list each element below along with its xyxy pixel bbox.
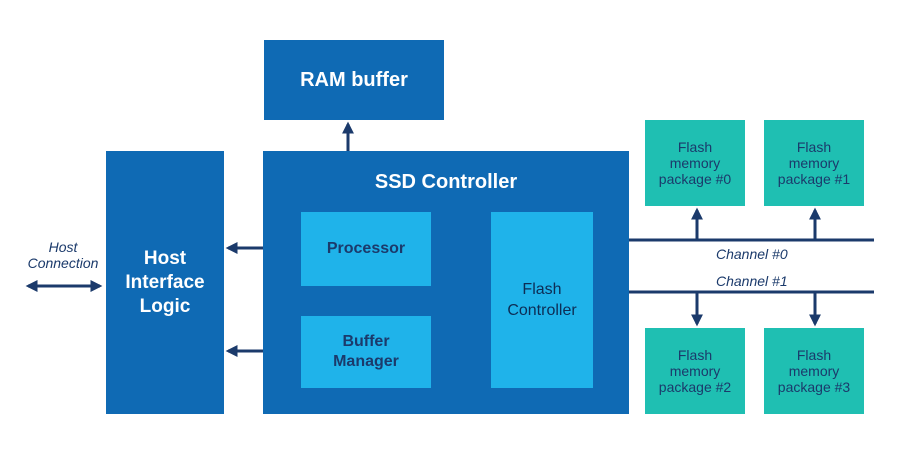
processor-label: Processor [326, 240, 406, 257]
buffer-manager-block: Buffer Manager [301, 316, 431, 388]
processor-block: Processor [301, 212, 431, 286]
ssd-controller-label: SSD Controller [374, 171, 518, 193]
flash-controller-block: Flash Controller [491, 212, 593, 388]
buffer-manager-label: Buffer Manager [333, 333, 399, 370]
flash-package-2-label: Flash memory package #2 [658, 347, 732, 395]
channel-1-label: Channel #1 [716, 273, 788, 289]
flash-package-0-label: Flash memory package #0 [658, 139, 732, 187]
flash-package-2: Flash memory package #2 [645, 328, 745, 414]
flash-package-1: Flash memory package #1 [764, 120, 864, 206]
flash-package-1-label: Flash memory package #1 [777, 139, 851, 187]
flash-package-3: Flash memory package #3 [764, 328, 864, 414]
host-interface-logic-label: Host Interface Logic [125, 247, 205, 317]
flash-package-3-label: Flash memory package #3 [777, 347, 851, 395]
ram-buffer-block: RAM buffer [264, 40, 444, 120]
flash-controller-label: Flash Controller [507, 281, 577, 319]
channel-0-label: Channel #0 [716, 246, 788, 262]
host-interface-logic-block: Host Interface Logic [106, 151, 224, 414]
ram-buffer-label: RAM buffer [300, 68, 408, 91]
flash-package-0: Flash memory package #0 [645, 120, 745, 206]
host-connection-label: Host Connection [27, 239, 99, 271]
